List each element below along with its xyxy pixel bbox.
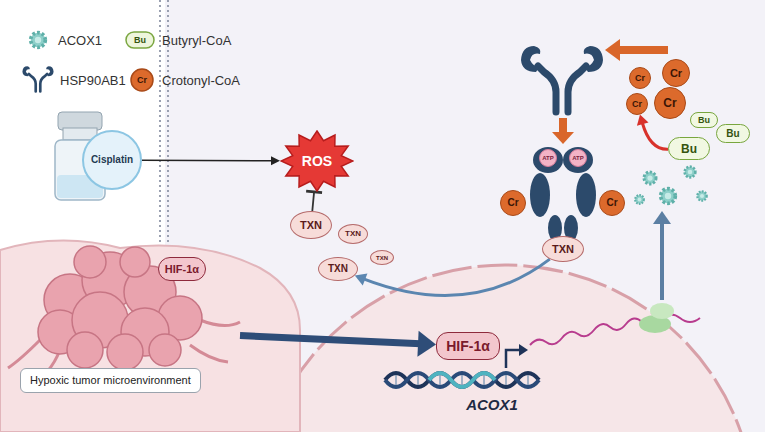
connector-line [142, 159, 272, 161]
connector [240, 331, 436, 357]
arrow-head [637, 115, 649, 126]
connector-line [240, 336, 421, 344]
txn-protein: TXN [542, 236, 584, 262]
node-text: Cr [635, 74, 645, 83]
node-text: Cisplatin [91, 155, 133, 165]
legend-icon-text: Cr [137, 76, 147, 85]
connector [637, 115, 668, 150]
node-text: TXN [300, 220, 322, 231]
txn-protein: TXN [318, 257, 358, 281]
hif-badge: HIF-1α [158, 257, 206, 281]
crotonyl-coa: Cr [654, 87, 686, 119]
dna-helix [385, 372, 539, 388]
ribosome [639, 303, 674, 333]
hsp90-closed-dimer [530, 147, 596, 241]
connector-line [364, 259, 550, 295]
inhibition-bar [306, 191, 322, 192]
atp-label: ATP [542, 155, 554, 161]
node-text: TXN [345, 230, 361, 238]
nucleus [255, 265, 755, 432]
node-text: Cr [606, 198, 617, 208]
connector-line [642, 123, 668, 150]
mrna-strand [530, 314, 700, 345]
crotonyl-coa: Cr [629, 67, 651, 89]
atp-label: ATP [572, 155, 584, 161]
starburst-outline [281, 131, 353, 191]
node-text: Cr [663, 97, 676, 109]
node-text: ROS [302, 154, 332, 168]
crotonyl-coa: Cr [599, 190, 625, 216]
connector [306, 191, 322, 211]
legend-icons [22, 32, 154, 91]
crotonyl-coa: Cr [500, 190, 526, 216]
translation-arrow [653, 211, 671, 300]
tumor-label: Hypoxic tumor microenvironment [20, 368, 201, 393]
drug-label: Cisplatin [82, 130, 142, 190]
node-text: Bu [698, 116, 710, 125]
connector [142, 156, 280, 165]
legend-text: Crotonyl-CoA [162, 74, 240, 87]
arrow-head [271, 156, 280, 165]
node-text: Cr [670, 68, 682, 79]
crotonyl-coa: Cr [626, 93, 648, 115]
hif-badge: HIF-1α [436, 332, 500, 360]
tumor-region: Hypoxic tumor microenvironment HIF-1α [0, 228, 240, 432]
ros-burst: ROS [280, 130, 354, 192]
node-text: TXN [376, 255, 388, 261]
legend-icon-text: Bu [134, 36, 146, 45]
txn-protein: TXN [338, 224, 368, 244]
transcription-arrow [506, 344, 528, 368]
node-text: HIF-1α [165, 264, 199, 275]
arrow-head [417, 331, 436, 357]
gene-label: ACOX1 [466, 397, 518, 412]
txn-protein: TXN [290, 211, 332, 239]
legend-text: ACOX1 [58, 34, 102, 47]
node-text: Bu [681, 143, 697, 155]
butyryl-coa: Bu [668, 137, 710, 160]
hsp90-open-dimer [521, 46, 603, 112]
txn-protein: TXN [370, 250, 394, 265]
tumor-mass [8, 246, 240, 385]
node-text: Cr [507, 198, 518, 208]
butyryl-coa: Bu [690, 112, 718, 128]
butyryl-coa: Bu [716, 124, 750, 143]
legend-text: HSP90AB1 [60, 74, 126, 87]
arrow-head [355, 273, 368, 285]
crotonyl-coa: Cr [662, 59, 690, 87]
node-text: TXN [328, 264, 348, 274]
node-text: HIF-1α [446, 339, 490, 353]
orange-arrow-left [605, 39, 668, 61]
node-text: Bu [726, 129, 739, 139]
node-text: TXN [552, 244, 574, 255]
orange-arrow-down [552, 118, 574, 144]
node-text: Cr [632, 100, 642, 109]
connector-line [312, 192, 314, 211]
legend-text: Butyryl-CoA [162, 34, 231, 47]
acox1-proteins [635, 167, 706, 204]
